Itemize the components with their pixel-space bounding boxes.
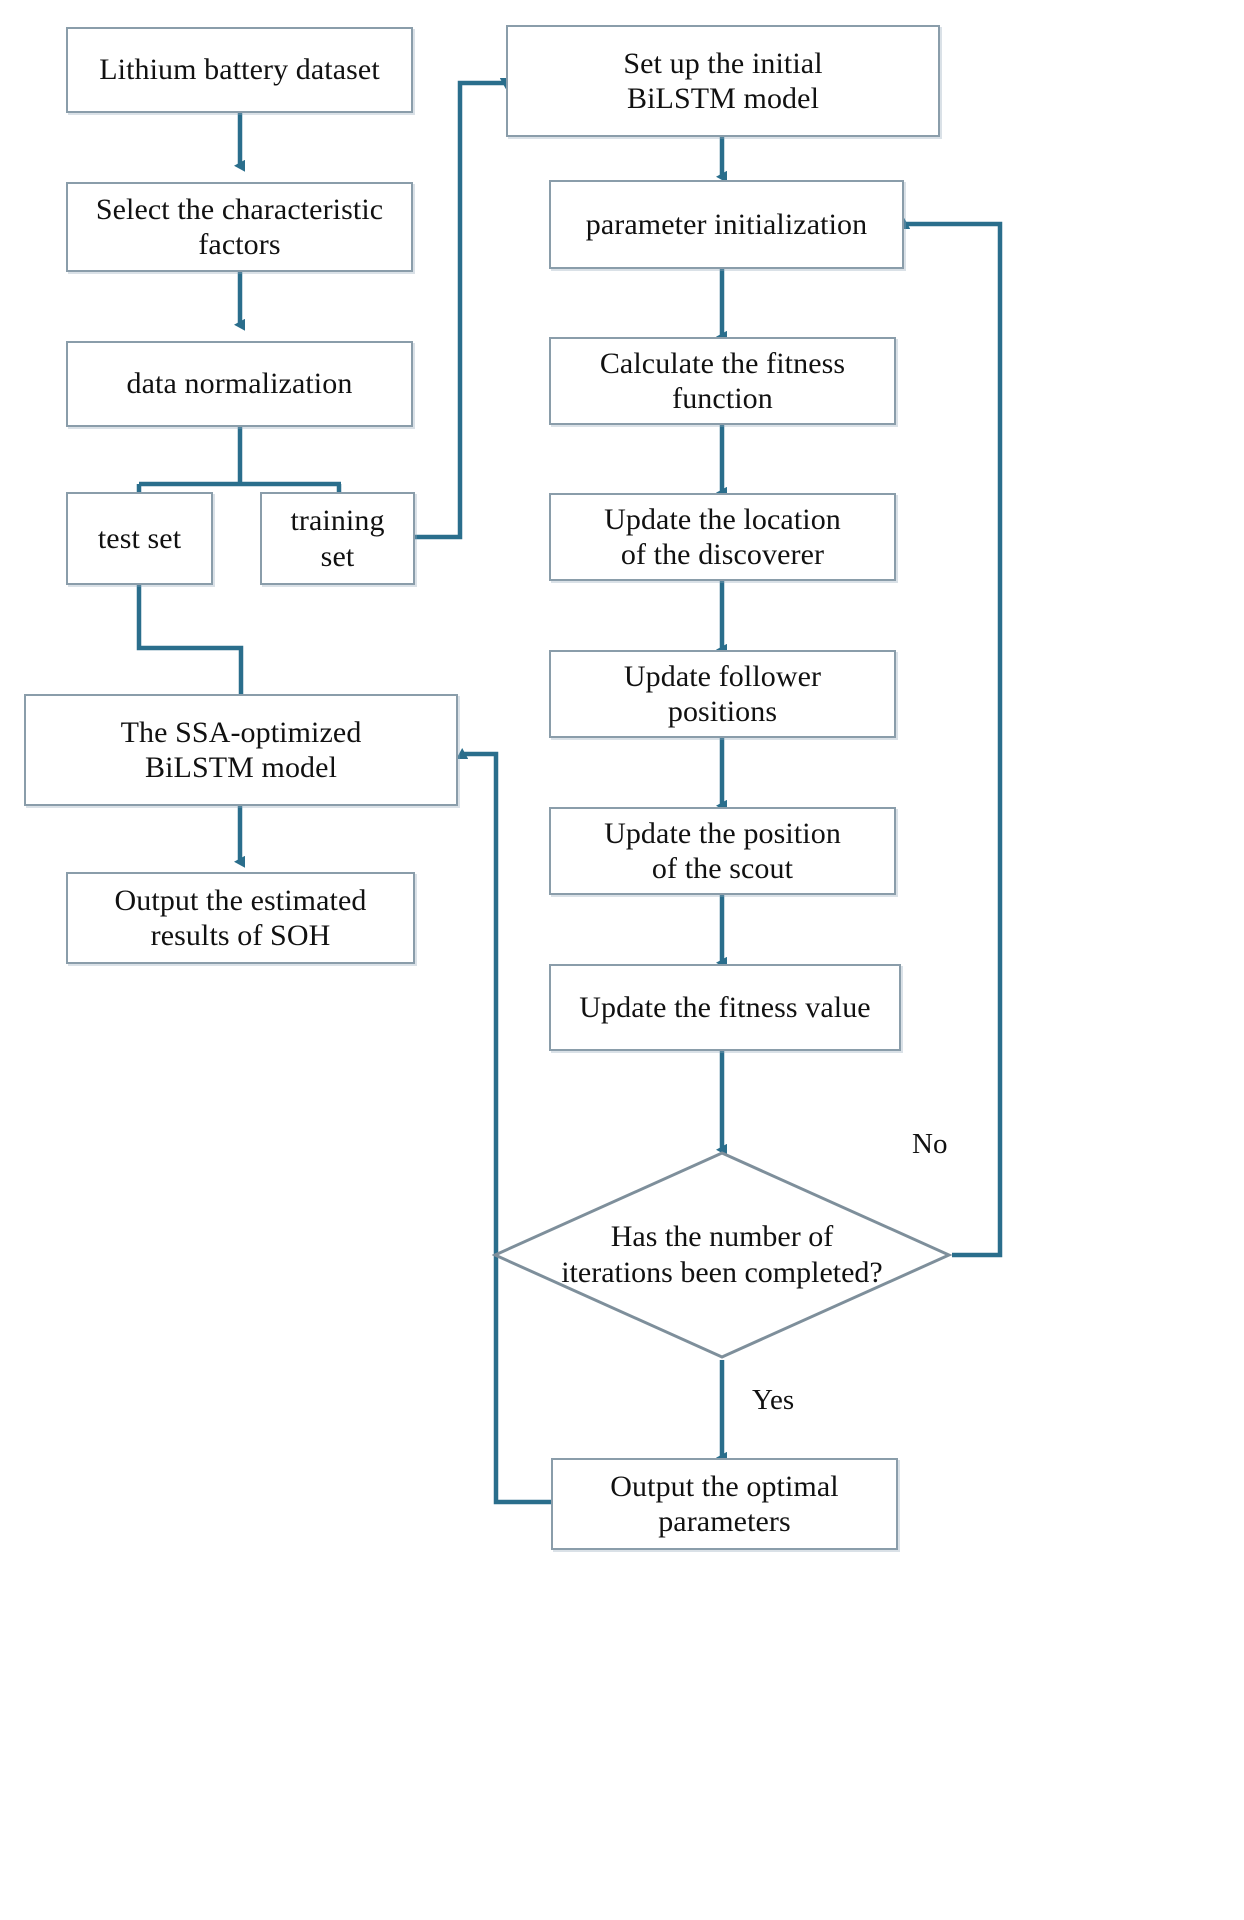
node-ssa-model-line2: BiLSTM model bbox=[144, 751, 338, 784]
node-setup-line1: Set up the initial bbox=[623, 46, 823, 80]
node-discoverer-line1: Update the location bbox=[604, 502, 841, 536]
decision-line1: Has the number of bbox=[610, 1220, 834, 1253]
decision-diamond-shape bbox=[492, 1151, 952, 1359]
node-select-factors-line2: factors bbox=[198, 228, 281, 261]
node-parameter-initialization-label: parameter initialization bbox=[585, 207, 868, 241]
node-output-optimal-parameters: Output the optimal parameters bbox=[551, 1458, 898, 1550]
node-scout-line2: of the scout bbox=[651, 852, 794, 885]
node-scout-line1: Update the position bbox=[604, 816, 841, 850]
node-training-set-line1: training bbox=[290, 504, 385, 538]
decision-line2: iterations been completed? bbox=[561, 1256, 883, 1289]
node-update-discoverer-location: Update the location of the discoverer bbox=[549, 493, 896, 581]
node-select-factors-line1: Select the characteristic bbox=[95, 192, 384, 226]
decision-label-wrap: Has the number of iterations been comple… bbox=[492, 1150, 952, 1360]
node-lithium-battery-dataset-label: Lithium battery dataset bbox=[99, 53, 380, 87]
node-test-set: test set bbox=[66, 492, 213, 585]
node-update-scout-position: Update the position of the scout bbox=[549, 807, 896, 895]
node-update-fitness-value: Update the fitness value bbox=[549, 964, 901, 1051]
node-ssa-model-line1: The SSA-optimized bbox=[120, 715, 362, 749]
node-parameter-initialization: parameter initialization bbox=[549, 180, 904, 269]
node-test-set-label: test set bbox=[97, 521, 182, 555]
node-training-set: training set bbox=[260, 492, 415, 585]
node-calculate-fitness-function: Calculate the fitness function bbox=[549, 337, 896, 425]
node-follower-line1: Update follower bbox=[623, 659, 822, 693]
node-output-params-line1: Output the optimal bbox=[610, 1469, 839, 1503]
edge-no-loop-to-param-init bbox=[898, 218, 1003, 1258]
node-fitness-line1: Calculate the fitness bbox=[599, 346, 846, 380]
node-ssa-optimized-bilstm-model: The SSA-optimized BiLSTM model bbox=[24, 694, 458, 806]
node-lithium-battery-dataset: Lithium battery dataset bbox=[66, 27, 413, 113]
node-update-fitness-value-label: Update the fitness value bbox=[579, 990, 871, 1024]
node-discoverer-line2: of the discoverer bbox=[620, 538, 825, 571]
node-output-soh-line1: Output the estimated bbox=[114, 883, 367, 917]
edge-label-no: No bbox=[912, 1128, 948, 1160]
node-data-normalization: data normalization bbox=[66, 341, 413, 427]
node-setup-initial-bilstm: Set up the initial BiLSTM model bbox=[506, 25, 940, 137]
node-decision-iterations-completed: Has the number of iterations been comple… bbox=[492, 1150, 952, 1360]
node-output-soh-line2: results of SOH bbox=[150, 919, 331, 952]
node-output-estimated-soh: Output the estimated results of SOH bbox=[66, 872, 415, 964]
node-fitness-line2: function bbox=[672, 382, 773, 415]
node-update-follower-positions: Update follower positions bbox=[549, 650, 896, 738]
node-data-normalization-label: data normalization bbox=[126, 367, 353, 401]
node-follower-line2: positions bbox=[667, 695, 778, 728]
node-select-characteristic-factors: Select the characteristic factors bbox=[66, 182, 413, 272]
edge-label-yes: Yes bbox=[752, 1384, 795, 1416]
node-training-set-line2: set bbox=[320, 539, 355, 573]
edge-output-params-to-ssa bbox=[456, 748, 551, 1505]
edge-trainingset-to-setup bbox=[415, 78, 512, 540]
node-setup-line2: BiLSTM model bbox=[626, 82, 820, 115]
node-output-params-line2: parameters bbox=[658, 1505, 791, 1538]
